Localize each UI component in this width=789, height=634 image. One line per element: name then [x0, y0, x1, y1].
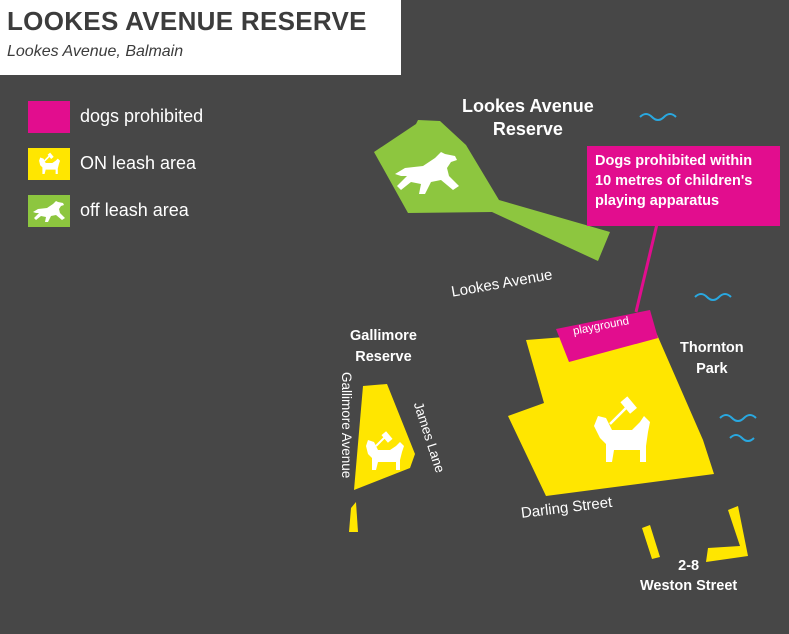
wave [719, 414, 757, 422]
lookes-reserve-area[interactable] [374, 120, 610, 261]
weston-street-area-east[interactable] [706, 506, 748, 562]
legend-swatch-off-leash [28, 195, 70, 227]
leashed-dog-icon [366, 431, 404, 470]
page-subtitle: Lookes Avenue, Balmain [7, 43, 184, 60]
running-dog-icon [395, 152, 459, 194]
area-name-line: Gallimore [350, 328, 417, 344]
area-name-line: Park [696, 361, 728, 377]
callout-line: 10 metres of children's [595, 173, 753, 189]
callout-line: playing apparatus [595, 193, 720, 209]
callout-line: Dogs prohibited within [595, 153, 753, 169]
playground-callout: Dogs prohibited within 10 metres of chil… [587, 146, 780, 226]
weston-street-label: 2-8 Weston Street [640, 556, 737, 596]
running-dog-icon [33, 201, 65, 222]
weston-street-area[interactable] [642, 525, 660, 559]
legend-label: ON leash area [80, 153, 197, 173]
page-title: LOOKES AVENUE RESERVE [7, 6, 367, 36]
area-name-line: Reserve [492, 119, 563, 139]
leashed-dog-icon [594, 396, 650, 462]
street-label-gallimore-avenue: Gallimore Avenue [339, 372, 354, 479]
legend-label: dogs prohibited [80, 106, 204, 126]
thornton-park-label: Thornton Park [680, 338, 744, 380]
gallimore-reserve-label: Gallimore Reserve [350, 326, 417, 368]
callout-leader-line [634, 223, 659, 313]
area-name-line: 2-8 [678, 558, 700, 574]
title-panel: LOOKES AVENUE RESERVE Lookes Avenue, Bal… [0, 0, 401, 75]
area-name-line: Reserve [355, 349, 412, 365]
area-name-line: Lookes Avenue [462, 96, 594, 116]
legend-label: off leash area [80, 200, 189, 220]
legend-swatch-on-leash [28, 148, 70, 180]
leashed-dog-icon [39, 152, 60, 174]
wave [694, 293, 732, 301]
water-waves [639, 113, 757, 442]
legend-swatch-prohibited [28, 101, 70, 133]
wave [729, 434, 755, 442]
gallimore-strip-area[interactable] [349, 502, 358, 532]
thornton-park-area[interactable] [508, 330, 714, 496]
playground-area[interactable] [556, 310, 658, 362]
lookes-reserve-label: Lookes Avenue Reserve [462, 95, 594, 141]
area-name-line: Thornton [680, 340, 744, 356]
wave [639, 113, 677, 121]
area-name-line: Weston Street [640, 578, 738, 594]
